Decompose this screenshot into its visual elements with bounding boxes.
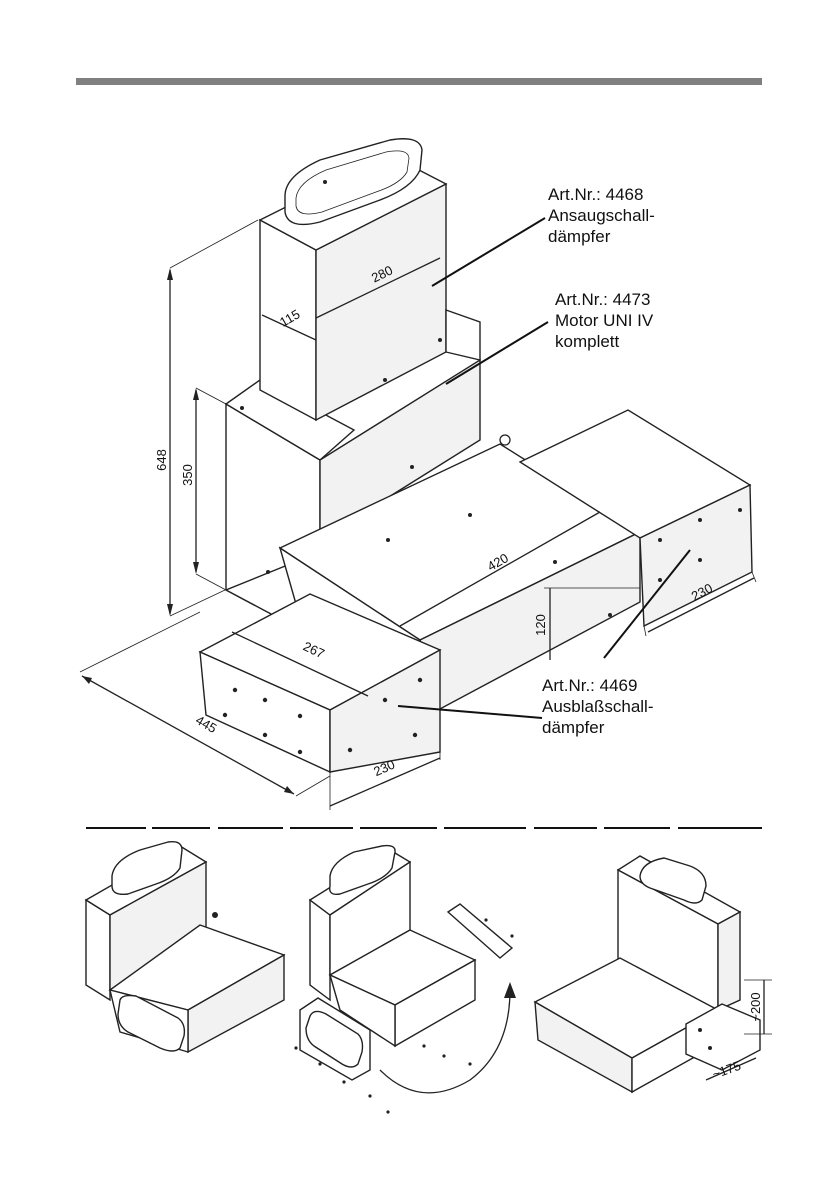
callout-intake-line1: Ansaugschall-	[548, 205, 655, 226]
dim-200: ~200	[748, 992, 763, 1021]
bottom-view-middle	[294, 846, 516, 1114]
dim-120: 120	[533, 614, 548, 636]
callout-exhaust-line1: Ausblaßschall-	[542, 696, 654, 717]
callout-art-nr-4468: Art.Nr.: 4468	[548, 184, 655, 205]
callout-motor-line1: Motor UNI IV	[555, 310, 653, 331]
dim-350: 350	[180, 464, 195, 486]
bottom-view-left	[86, 842, 284, 1052]
bottom-view-right: ~200 ~175	[535, 856, 772, 1092]
callout-art-nr-4469: Art.Nr.: 4469	[542, 675, 654, 696]
header-rule	[76, 78, 762, 85]
callout-exhaust-line2: dämpfer	[542, 717, 654, 738]
callout-exhaust-silencer: Art.Nr.: 4469 Ausblaßschall- dämpfer	[542, 675, 654, 738]
dim-648: 648	[154, 449, 169, 471]
callout-intake-silencer: Art.Nr.: 4468 Ansaugschall- dämpfer	[548, 184, 655, 247]
callout-motor: Art.Nr.: 4473 Motor UNI IV komplett	[555, 289, 653, 352]
callout-motor-line2: komplett	[555, 331, 653, 352]
callout-art-nr-4473: Art.Nr.: 4473	[555, 289, 653, 310]
callout-intake-line2: dämpfer	[548, 226, 655, 247]
